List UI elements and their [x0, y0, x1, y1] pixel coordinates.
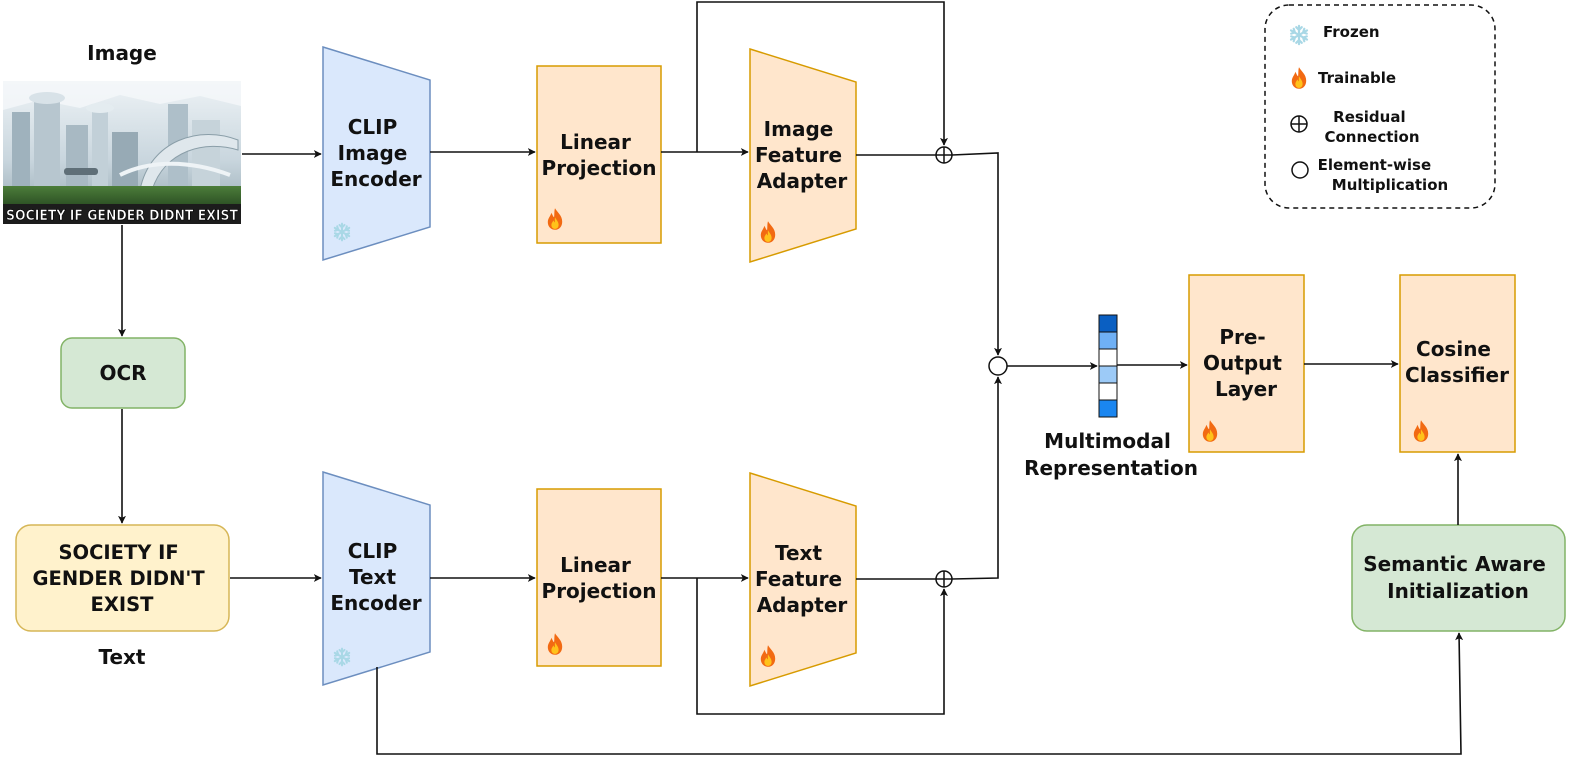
representation-cell — [1098, 365, 1118, 384]
arrow-image-residual-to-multiply — [951, 152, 1002, 356]
svg-text:Element-wise Multiplicat: Element-wise Multiplication — [1318, 156, 1449, 194]
svg-text:CLIP Text Encoder: CLIP Text Encoder — [330, 539, 421, 615]
legend-trainable: Trainable — [1318, 69, 1396, 87]
legend-residual-line-2: Connection — [1324, 128, 1419, 146]
text-adapter-line-1: Text — [775, 541, 822, 565]
legend: Frozen Trainable Residual Connection Ele… — [1264, 4, 1496, 209]
clip-image-line-3: Encoder — [330, 167, 421, 191]
linear-projection-text: Linear Projection — [536, 488, 662, 667]
skip-connection-text — [696, 578, 948, 715]
linear-projection-text-line-2: Projection — [542, 579, 657, 603]
ocr-box: OCR — [60, 337, 186, 409]
multimodal-representation-vector — [1098, 314, 1118, 418]
clip-image-line-1: CLIP — [348, 115, 398, 139]
svg-text:Cosine Classifier: Cosine Classifier — [1405, 337, 1509, 387]
text-feature-adapter: Text Feature Adapter — [749, 471, 857, 688]
svg-text:CLIP Image Encoder: CLIP Image Encoder — [330, 115, 421, 191]
svg-text:Pre- Output Layer: Pre- Output Layer — [1203, 325, 1289, 401]
text-label: Text — [98, 645, 145, 669]
multimodal-label-line-1: Multimodal — [1044, 429, 1171, 453]
svg-text:Image Feature Adap: Image Feature Adapter — [755, 117, 849, 193]
clip-image-line-2: Image — [338, 141, 408, 165]
residual-connection-icon — [1290, 115, 1308, 133]
arrow-text-encoder-to-semantic-init — [376, 632, 1464, 755]
svg-text:SOCIETY IF GENDER DIDN'T: SOCIETY IF GENDER DIDN'T EXIST — [33, 541, 212, 616]
text-adapter-line-2: Feature — [755, 567, 842, 591]
legend-frozen: Frozen — [1323, 23, 1380, 41]
clip-image-encoder: CLIP Image Encoder — [322, 45, 431, 262]
svg-text:Multimodal Representation: Multimodal Representation — [1024, 429, 1198, 480]
ocr-text-box: SOCIETY IF GENDER DIDN'T EXIST — [15, 524, 230, 632]
semantic-aware-initialization: Semantic Aware Initialization — [1351, 524, 1566, 632]
linear-projection-text-line-1: Linear — [560, 553, 631, 577]
pre-output-layer: Pre- Output Layer — [1188, 274, 1305, 453]
cosine-classifier-line-1: Cosine — [1416, 337, 1491, 361]
svg-text:Linear Projection: Linear Projection — [542, 553, 657, 603]
ocr-label: OCR — [99, 361, 146, 385]
legend-residual-line-1: Residual — [1333, 108, 1405, 126]
pre-output-line-2: Output — [1203, 351, 1282, 375]
svg-text:Residual Connection: Residual Connection — [1324, 108, 1419, 146]
representation-cell — [1098, 382, 1118, 401]
elementwise-multiplication-node — [988, 356, 1008, 376]
multimodal-label-line-2: Representation — [1024, 456, 1198, 480]
svg-text:Semantic Aware Initializ: Semantic Aware Initialization — [1363, 552, 1553, 603]
svg-text:Text Feature Adapt: Text Feature Adapter — [755, 541, 849, 617]
elementwise-multiplication-icon — [1291, 161, 1309, 179]
ocr-text-line-2: GENDER DIDN'T — [33, 567, 206, 590]
clip-text-line-1: CLIP — [348, 539, 398, 563]
image-adapter-line-3: Adapter — [757, 169, 848, 193]
pre-output-line-1: Pre- — [1219, 325, 1265, 349]
clip-text-line-3: Encoder — [330, 591, 421, 615]
svg-text:Linear Projection: Linear Projection — [542, 130, 657, 180]
semantic-init-line-1: Semantic Aware — [1363, 552, 1546, 576]
cosine-classifier: Cosine Classifier — [1399, 274, 1516, 453]
arrow-text-residual-to-multiply — [951, 376, 1002, 580]
meme-caption: SOCIETY IF GENDER DIDNT EXIST — [6, 208, 238, 224]
representation-cell — [1098, 314, 1118, 333]
linear-projection-image-line-2: Projection — [542, 156, 657, 180]
pre-output-line-3: Layer — [1215, 377, 1277, 401]
residual-node-image — [935, 146, 953, 164]
representation-cell — [1098, 399, 1118, 418]
meme-image: SOCIETY IF GENDER DIDNT EXIST — [3, 81, 241, 224]
skip-connection-image — [696, 1, 948, 152]
representation-cell — [1098, 331, 1118, 350]
linear-projection-image: Linear Projection — [536, 65, 662, 244]
semantic-init-line-2: Initialization — [1387, 579, 1529, 603]
clip-text-line-2: Text — [349, 565, 396, 589]
ocr-text-line-1: SOCIETY IF — [58, 541, 178, 564]
representation-cell — [1098, 348, 1118, 367]
legend-elementwise-line-2: Multiplication — [1332, 176, 1448, 194]
cosine-classifier-line-2: Classifier — [1405, 363, 1509, 387]
text-adapter-line-3: Adapter — [757, 593, 848, 617]
connectors — [118, 1, 1464, 755]
image-adapter-line-1: Image — [764, 117, 834, 141]
legend-elementwise-line-1: Element-wise — [1318, 156, 1432, 174]
ocr-text-line-3: EXIST — [91, 593, 155, 616]
linear-projection-image-line-1: Linear — [560, 130, 631, 154]
clip-text-encoder: CLIP Text Encoder — [322, 470, 431, 687]
image-adapter-line-2: Feature — [755, 143, 842, 167]
residual-node-text — [935, 570, 953, 588]
image-label: Image — [87, 41, 157, 65]
image-feature-adapter: Image Feature Adapter — [749, 47, 857, 264]
